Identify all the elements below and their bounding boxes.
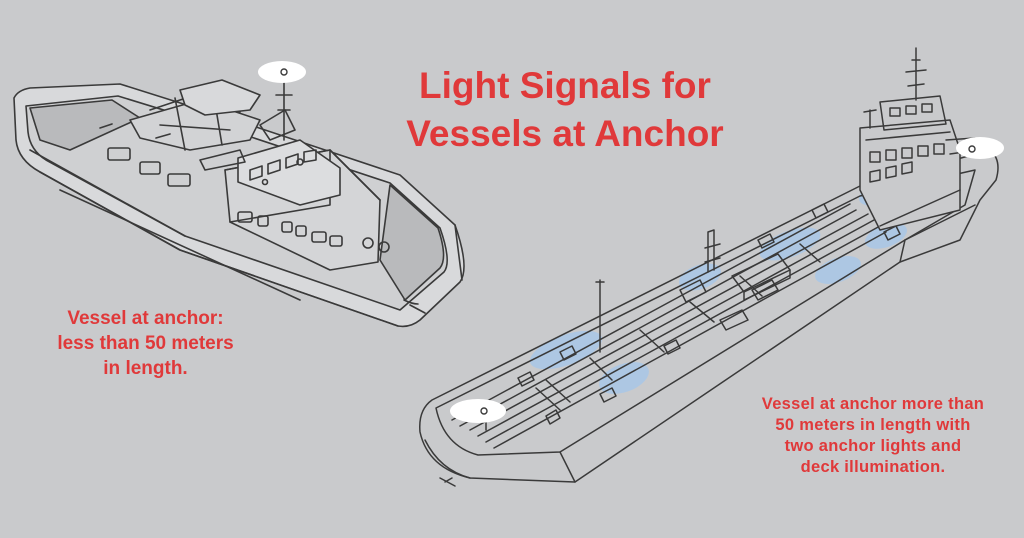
large-vessel-caption: Vessel at anchor more than 50 meters in … <box>728 394 1018 478</box>
title-line: Light Signals for <box>330 62 800 110</box>
anchor-light-icon <box>956 137 1004 159</box>
caption-line: 50 meters in length with <box>728 415 1018 436</box>
caption-line: Vessel at anchor more than <box>728 394 1018 415</box>
anchor-light-icon <box>450 399 506 423</box>
page-title: Light Signals for Vessels at Anchor <box>330 62 800 158</box>
caption-line: two anchor lights and <box>728 436 1018 457</box>
title-line: Vessels at Anchor <box>330 110 800 158</box>
caption-line: in length. <box>18 356 273 381</box>
small-vessel-caption: Vessel at anchor: less than 50 meters in… <box>18 306 273 381</box>
anchor-light-icon <box>258 61 306 83</box>
caption-line: less than 50 meters <box>18 331 273 356</box>
caption-line: deck illumination. <box>728 457 1018 478</box>
caption-line: Vessel at anchor: <box>18 306 273 331</box>
